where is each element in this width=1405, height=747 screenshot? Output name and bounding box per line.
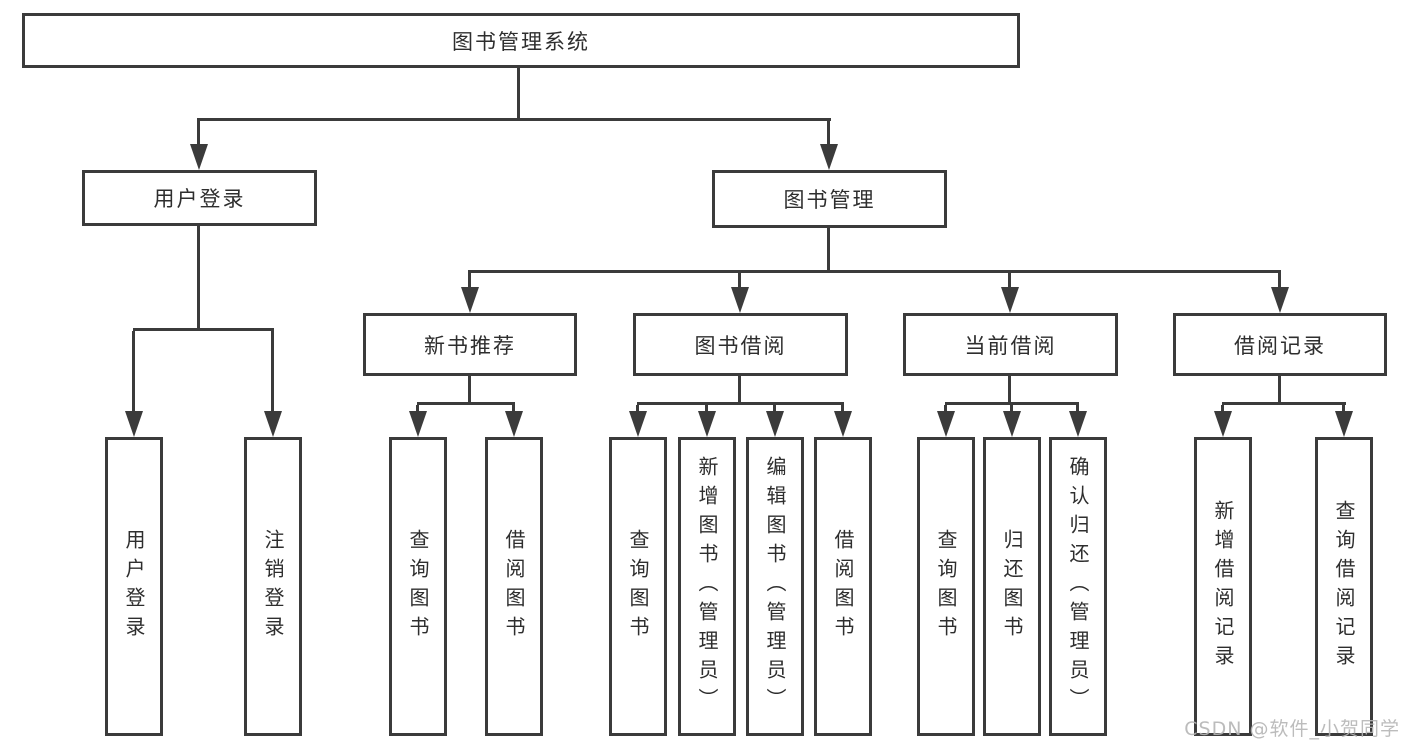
node-user-login-label: 用户登录 <box>153 187 246 211</box>
node-book-management: 图书管理 <box>712 170 947 228</box>
arrow-down-icon-4 <box>1001 287 1019 313</box>
leaf-query-borrow-record-label: 查询借阅记录 <box>1332 499 1356 674</box>
connector-arrow-line-0 <box>197 121 200 144</box>
csdn-watermark: CSDN @软件_小贺同学 <box>1184 718 1400 740</box>
arrow-down-icon-6 <box>125 411 143 437</box>
connector-recommend-stem <box>468 376 471 404</box>
connector-level2-branch <box>468 270 1281 273</box>
arrow-down-icon-9 <box>505 411 523 437</box>
node-book-borrowing: 图书借阅 <box>633 313 848 376</box>
node-current-borrowing-label: 当前借阅 <box>964 333 1057 358</box>
leaf-return-books-label: 归还图书 <box>1000 528 1024 645</box>
arrow-down-icon-16 <box>1069 411 1087 437</box>
node-borrowing-records-label: 借阅记录 <box>1234 333 1326 358</box>
leaf-borrow-books-1: 借阅图书 <box>485 437 543 736</box>
node-user-login: 用户登录 <box>82 170 317 226</box>
connector-current-branch <box>945 402 1079 405</box>
node-current-borrowing: 当前借阅 <box>903 313 1118 376</box>
arrow-down-icon-14 <box>937 411 955 437</box>
leaf-add-borrow-record: 新增借阅记录 <box>1194 437 1252 736</box>
arrow-down-icon-0 <box>190 144 208 170</box>
connector-arrow-line-7 <box>271 331 274 411</box>
leaf-logout-label: 注销登录 <box>261 528 285 645</box>
arrow-down-icon-2 <box>461 287 479 313</box>
node-borrowing-records: 借阅记录 <box>1173 313 1387 376</box>
leaf-add-borrow-record-label: 新增借阅记录 <box>1211 499 1235 674</box>
node-new-book-recommend-label: 新书推荐 <box>424 333 516 358</box>
leaf-borrow-books-1-label: 借阅图书 <box>502 528 526 645</box>
leaf-edit-book-admin-label: 编辑图书（管理员） <box>763 456 787 717</box>
node-root-label: 图书管理系统 <box>452 29 590 54</box>
node-book-management-label: 图书管理 <box>783 188 876 212</box>
arrow-down-icon-7 <box>264 411 282 437</box>
connector-arrow-line-9 <box>512 405 515 411</box>
leaf-edit-book-admin: 编辑图书（管理员） <box>746 437 804 736</box>
connector-arrow-line-14 <box>944 405 947 411</box>
leaf-query-books-2-label: 查询图书 <box>626 528 650 645</box>
connector-arrow-line-18 <box>1342 405 1345 411</box>
connector-arrow-line-6 <box>132 331 135 411</box>
connector-arrow-line-3 <box>738 273 741 287</box>
connector-records-stem <box>1278 376 1281 404</box>
leaf-return-books: 归还图书 <box>983 437 1041 736</box>
connector-arrow-line-5 <box>1278 273 1281 287</box>
connector-borrowing-stem <box>738 376 741 404</box>
connector-arrow-line-16 <box>1076 405 1079 411</box>
connector-arrow-line-15 <box>1010 405 1013 411</box>
connector-level1-branch <box>197 118 831 121</box>
leaf-query-borrow-record: 查询借阅记录 <box>1315 437 1373 736</box>
connector-user-login-stem <box>197 226 200 330</box>
connector-recommend-branch <box>417 402 515 405</box>
connector-current-stem <box>1008 376 1011 404</box>
node-new-book-recommend: 新书推荐 <box>363 313 577 376</box>
leaf-confirm-return-admin: 确认归还（管理员） <box>1049 437 1107 736</box>
connector-arrow-line-2 <box>468 273 471 287</box>
connector-arrow-line-12 <box>773 405 776 411</box>
connector-arrow-line-1 <box>827 121 830 144</box>
arrow-down-icon-1 <box>820 144 838 170</box>
arrow-down-icon-17 <box>1214 411 1232 437</box>
connector-arrow-line-13 <box>841 405 844 411</box>
connector-user-login-branch <box>133 328 274 331</box>
leaf-user-login: 用户登录 <box>105 437 163 736</box>
leaf-query-books-1-label: 查询图书 <box>406 528 430 645</box>
node-root: 图书管理系统 <box>22 13 1020 68</box>
leaf-borrow-books-2-label: 借阅图书 <box>831 528 855 645</box>
connector-root-stem <box>517 68 520 120</box>
node-book-borrowing-label: 图书借阅 <box>694 333 787 358</box>
arrow-down-icon-11 <box>698 411 716 437</box>
leaf-add-book-admin-label: 新增图书（管理员） <box>695 456 719 717</box>
leaf-confirm-return-admin-label: 确认归还（管理员） <box>1066 456 1090 717</box>
leaf-user-login-label: 用户登录 <box>122 528 146 645</box>
arrow-down-icon-13 <box>834 411 852 437</box>
leaf-query-books-1: 查询图书 <box>389 437 447 736</box>
arrow-down-icon-18 <box>1335 411 1353 437</box>
connector-arrow-line-8 <box>416 405 419 411</box>
arrow-down-icon-15 <box>1003 411 1021 437</box>
leaf-borrow-books-2: 借阅图书 <box>814 437 872 736</box>
arrow-down-icon-12 <box>766 411 784 437</box>
connector-book-mgmt-stem <box>827 228 830 272</box>
connector-arrow-line-10 <box>636 405 639 411</box>
leaf-query-books-3-label: 查询图书 <box>934 528 958 645</box>
arrow-down-icon-10 <box>629 411 647 437</box>
arrow-down-icon-8 <box>409 411 427 437</box>
connector-arrow-line-17 <box>1221 405 1224 411</box>
arrow-down-icon-5 <box>1271 287 1289 313</box>
leaf-query-books-2: 查询图书 <box>609 437 667 736</box>
arrow-down-icon-3 <box>731 287 749 313</box>
connector-records-branch <box>1222 402 1346 405</box>
leaf-query-books-3: 查询图书 <box>917 437 975 736</box>
connector-borrowing-branch <box>637 402 844 405</box>
leaf-add-book-admin: 新增图书（管理员） <box>678 437 736 736</box>
leaf-logout: 注销登录 <box>244 437 302 736</box>
connector-arrow-line-11 <box>705 405 708 411</box>
connector-arrow-line-4 <box>1008 273 1011 287</box>
